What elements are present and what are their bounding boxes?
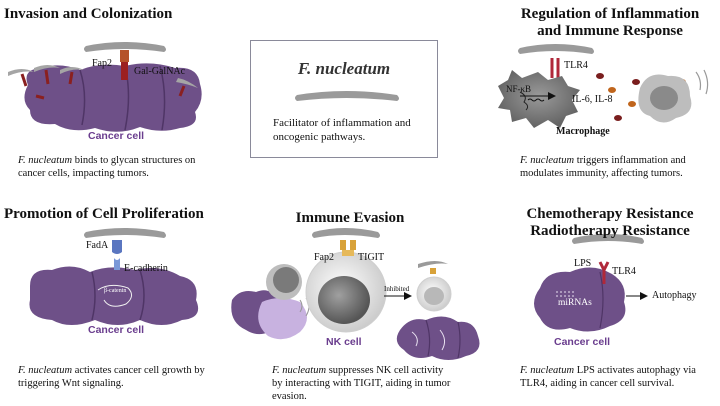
cytokine-label: IL-6, IL-8 (572, 94, 613, 105)
f-nucleatum-bacterium-2 (518, 44, 594, 54)
mirnas-label: miRNAs (558, 298, 592, 308)
galgalnac-receptor (121, 62, 128, 80)
evasion-title: Immune Evasion (295, 210, 405, 226)
proliferation-illustration (29, 228, 199, 325)
autophagy-label: Autophagy (652, 290, 697, 301)
lps-label: LPS (574, 258, 592, 269)
inflammation-caption: F. nucleatum triggers inflammation and m… (520, 155, 686, 179)
tlr4-receptor (550, 58, 560, 78)
fap2-receptor (120, 50, 129, 62)
invasion-caption: F. nucleatum binds to glycan structures … (18, 155, 196, 179)
fada-label: FadA (86, 240, 109, 251)
inhibited-label: Inhibited (384, 285, 410, 293)
f-nucleatum-bacterium-4 (312, 228, 380, 238)
f-nucleatum-bacterium-3 (84, 228, 166, 238)
resistance-title-line1: Chemotherapy Resistance (526, 206, 694, 222)
proliferation-caption: F. nucleatum activates cancer cell growt… (18, 365, 205, 389)
invasion-cell-label: Cancer cell (88, 130, 145, 142)
invasion-title: Invasion and Colonization (4, 6, 173, 22)
fap2-label-2: Fap2 (314, 252, 334, 263)
resistance-cell-label: Cancer cell (554, 336, 611, 348)
fada-adhesin (112, 240, 122, 254)
ecadherin-label: E-cadherin (124, 263, 168, 274)
resistance-caption: F. nucleatum LPS activates autophagy via… (520, 365, 696, 389)
inflammation-illustration (498, 44, 709, 128)
cytokine-dots (596, 73, 686, 121)
macrophage-label: Macrophage (556, 126, 610, 137)
center-bacterium (295, 91, 399, 101)
proliferation-title: Promotion of Cell Proliferation (4, 206, 204, 222)
resistance-illustration (534, 234, 648, 332)
tigit-receptor (340, 240, 356, 250)
tlr4-label: TLR4 (564, 60, 588, 71)
evasion-illustration (231, 228, 480, 360)
center-summary-box: F. nucleatum Facilitator of inflammation… (250, 40, 438, 158)
tlr4-receptor-2 (598, 261, 610, 284)
center-subtitle: Facilitator of inflammation and oncogeni… (273, 117, 411, 143)
invasion-illustration (8, 42, 202, 132)
nk-cell-label: NK cell (326, 336, 362, 348)
resistance-title-line2: Radiotherapy Resistance (530, 223, 690, 239)
evasion-caption: F. nucleatum suppresses NK cell activity… (272, 365, 451, 402)
proliferation-cell-label: Cancer cell (88, 324, 145, 336)
cancer-cell-cluster (24, 63, 202, 132)
tigit-label: TIGIT (358, 252, 385, 263)
f-nucleatum-bacterium-5 (572, 234, 644, 244)
f-nucleatum-bacterium (84, 42, 166, 52)
inflammation-title-line1: Regulation of Inflammation (520, 6, 700, 22)
nfkb-label: NF-κB (506, 84, 532, 94)
center-title: F. nucleatum (297, 59, 391, 78)
inflammation-title-line2: and Immune Response (537, 23, 683, 39)
cancer-cell-cluster-2 (29, 266, 199, 325)
tlr4-label-2: TLR4 (612, 266, 636, 277)
fap2-label: Fap2 (92, 58, 112, 69)
galgalnac-label: Gal-GalNAc (134, 66, 186, 77)
betacatenin-label: β-catenin (104, 288, 127, 294)
